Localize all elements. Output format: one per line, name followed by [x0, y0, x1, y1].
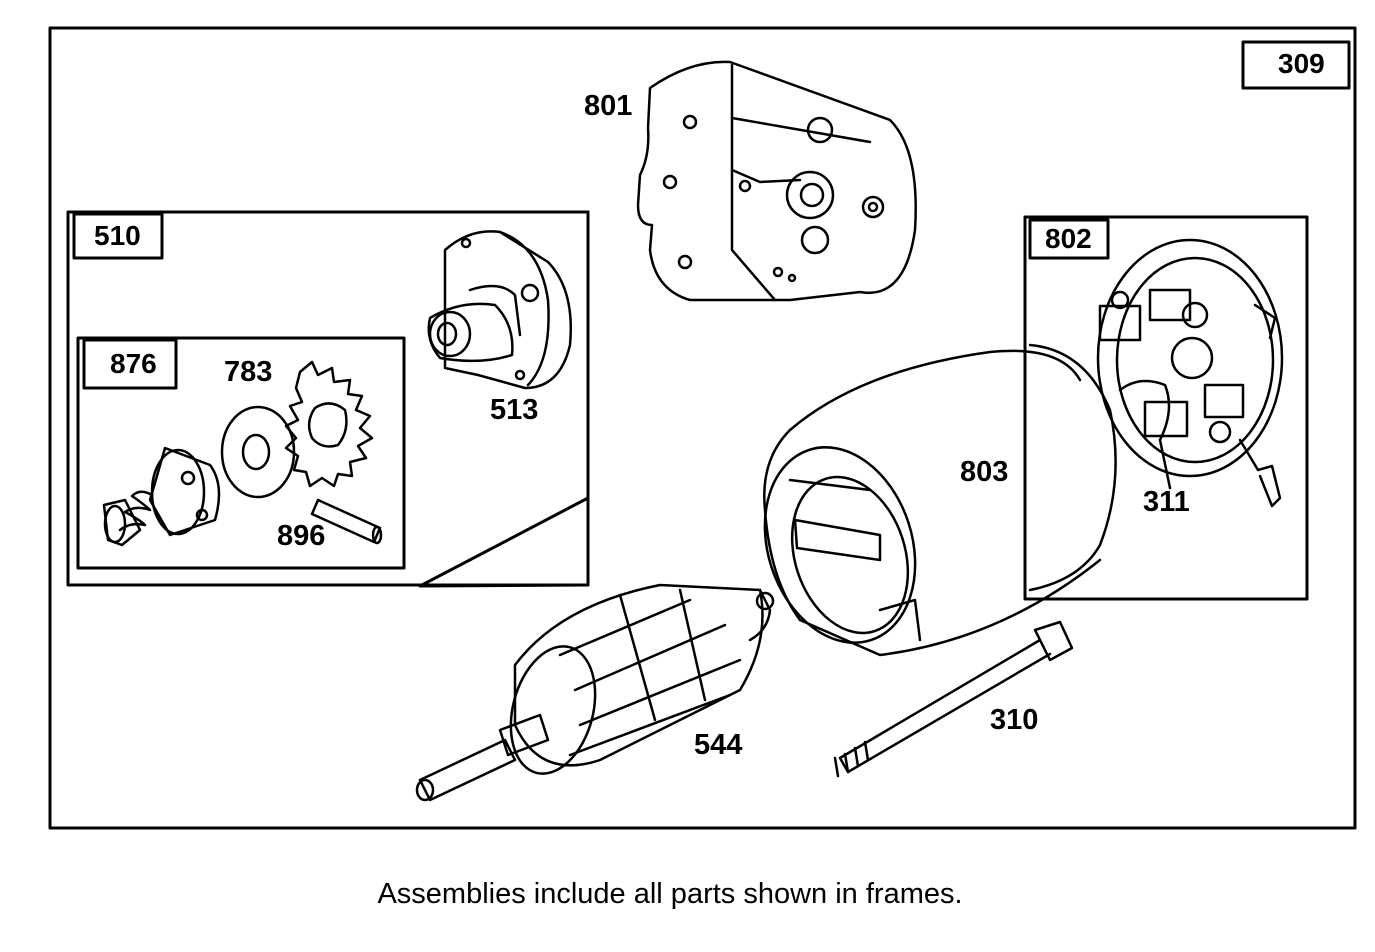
part-801-end-plate — [636, 60, 917, 302]
part-label-896: 896 — [277, 520, 326, 552]
part-label-513: 513 — [490, 394, 539, 426]
frame-510 — [66, 210, 590, 588]
part-label-783: 783 — [224, 356, 273, 388]
outer-frame — [48, 26, 1357, 830]
frame-label-876: 876 — [110, 348, 157, 379]
part-label-544: 544 — [694, 729, 743, 761]
part-label-803: 803 — [960, 456, 1009, 488]
frame-label-510: 510 — [94, 220, 141, 251]
part-513-drive-housing — [427, 230, 572, 390]
outer-frame-tag — [1241, 40, 1351, 90]
part-311-brush-plate — [1096, 238, 1284, 508]
part-783-gear — [284, 360, 374, 488]
clutch-spring-assembly — [102, 446, 221, 547]
washer — [220, 405, 296, 499]
part-896-pin — [310, 498, 383, 545]
frame-label-802: 802 — [1045, 223, 1092, 254]
part-310-through-bolt — [833, 620, 1074, 778]
frame-876 — [76, 336, 406, 570]
part-544-armature — [415, 583, 775, 802]
frame-label-309: 309 — [1278, 48, 1325, 79]
diagram-caption: Assemblies include all parts shown in fr… — [377, 878, 963, 910]
part-803-field-frame — [763, 343, 1117, 657]
part-label-801: 801 — [584, 90, 633, 122]
part-label-311: 311 — [1143, 486, 1190, 518]
part-label-310: 310 — [990, 704, 1039, 736]
frame-802 — [1023, 215, 1309, 601]
leader-line-311 — [1158, 438, 1172, 490]
